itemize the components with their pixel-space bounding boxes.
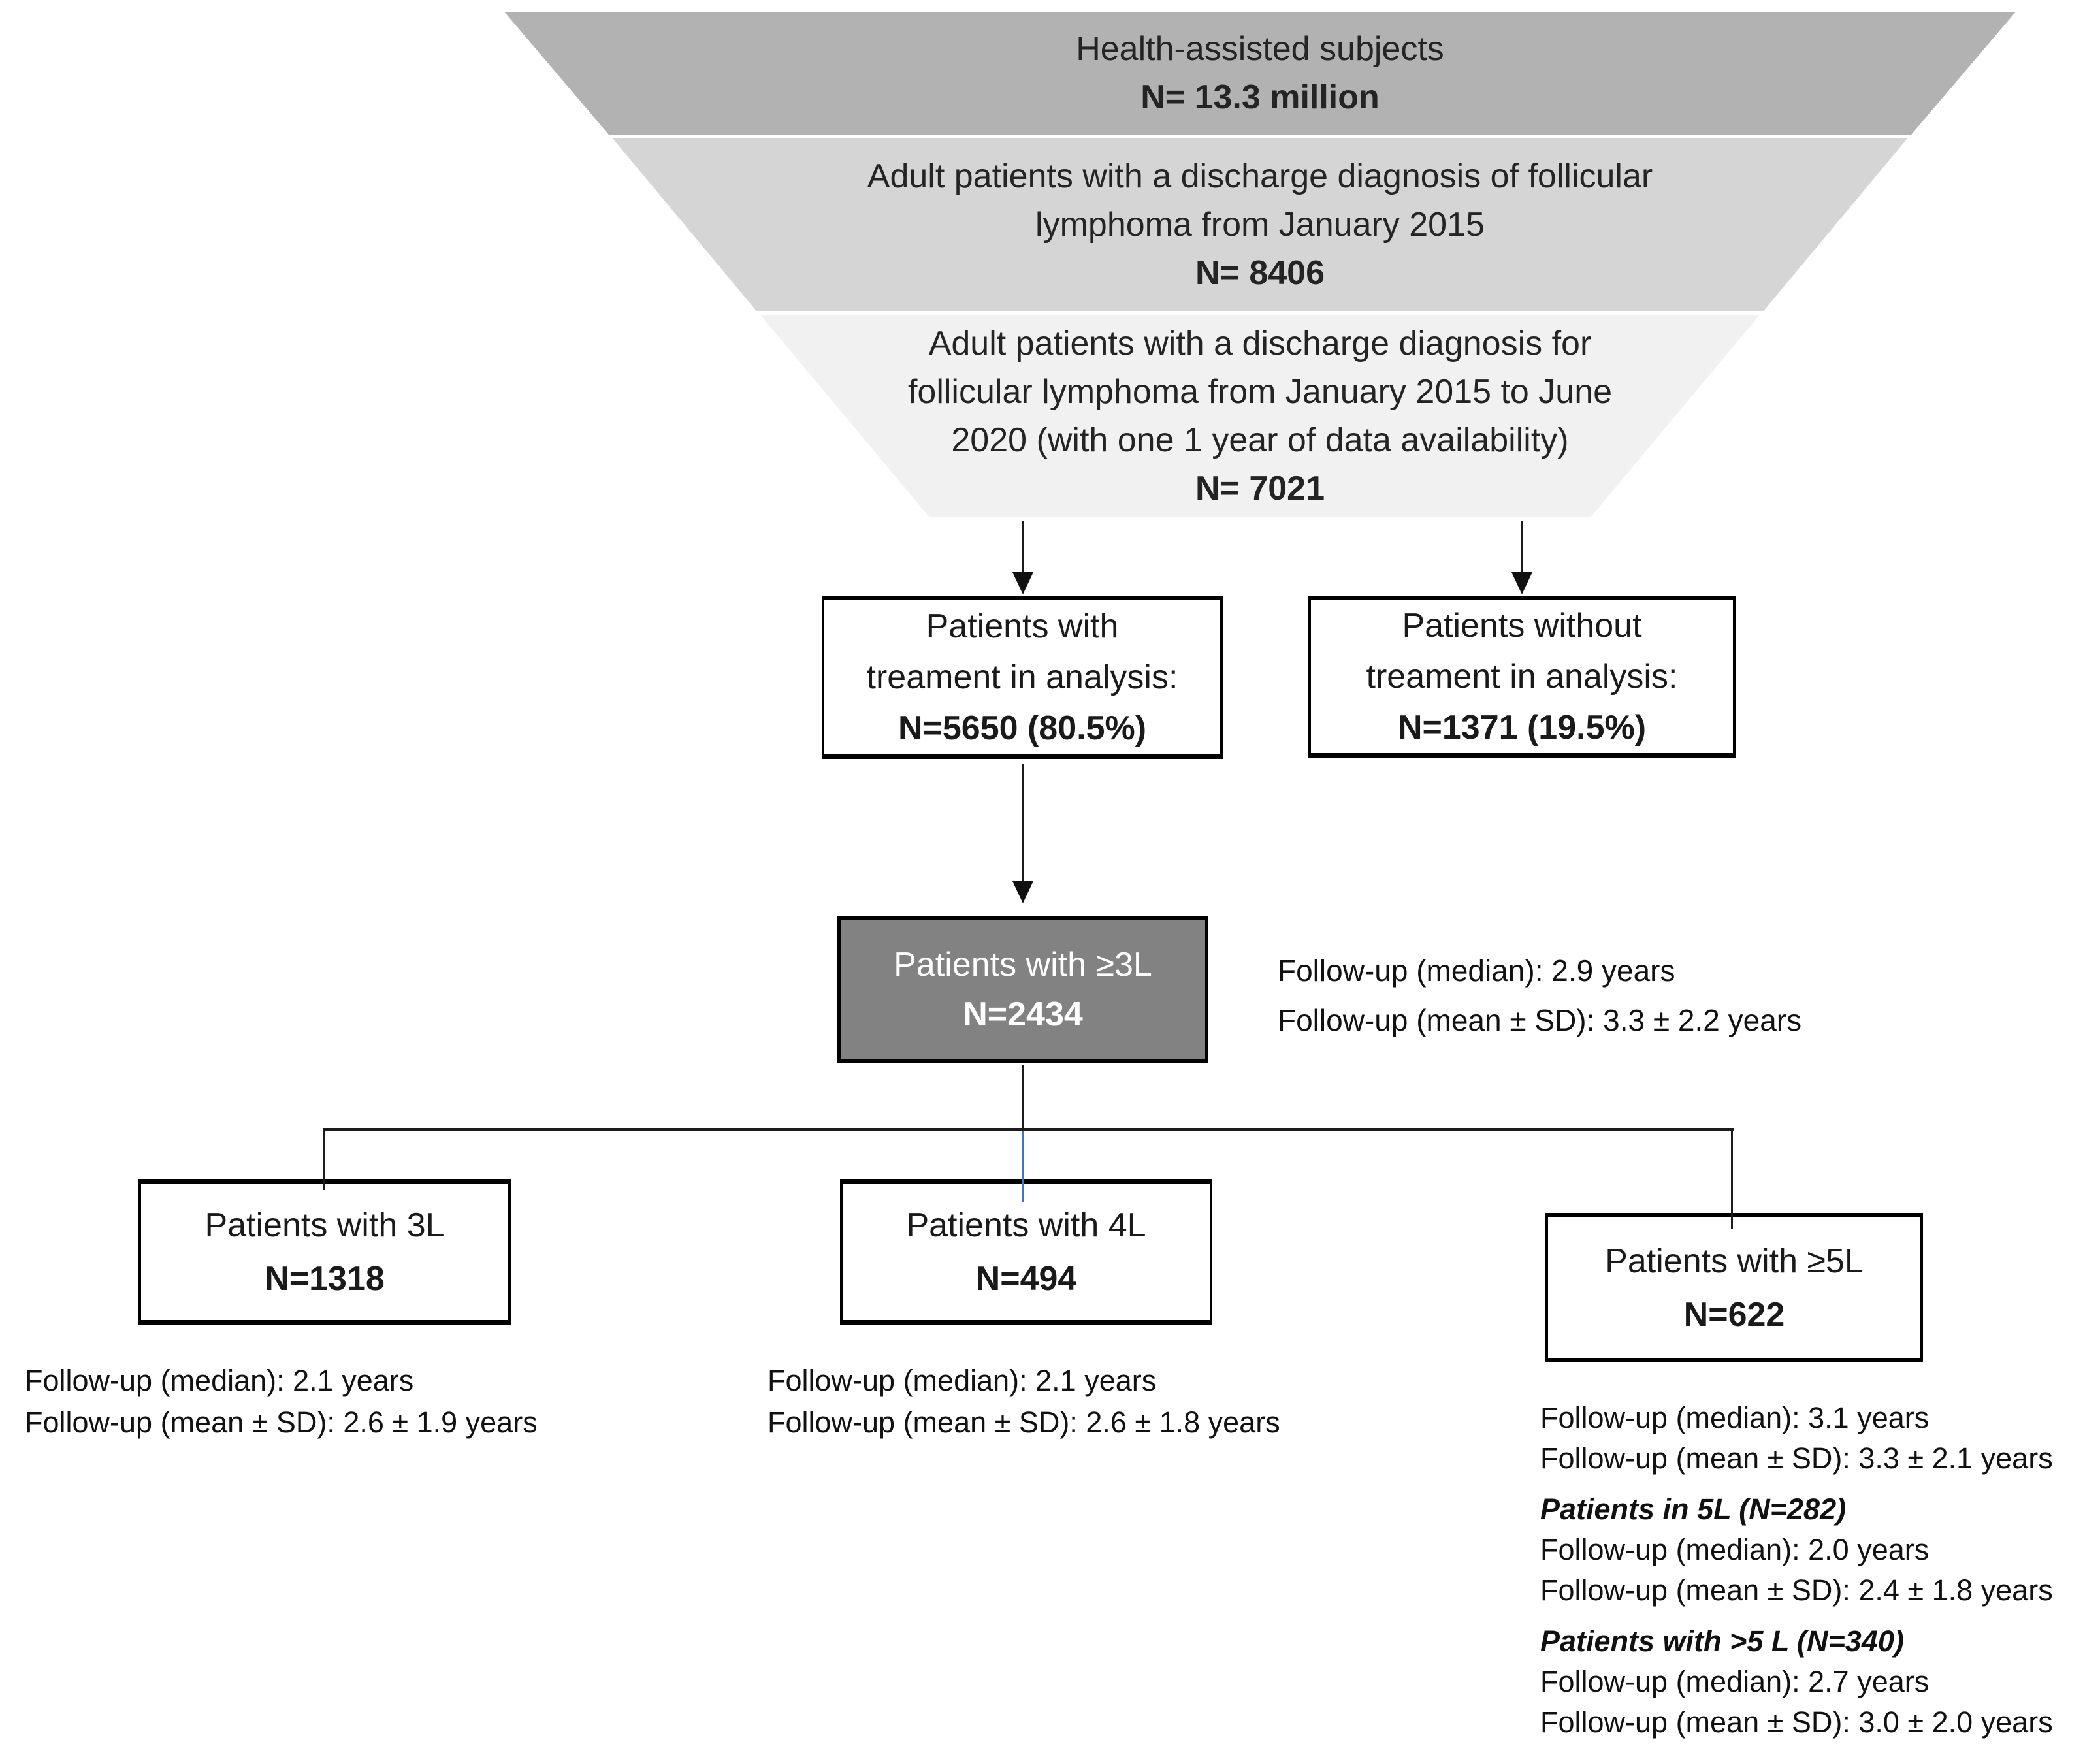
box-5lplus-count: N=622	[1683, 1295, 1785, 1334]
subgroup-gt5l-title: Patients with >5 L (N=340)	[1540, 1624, 1904, 1658]
box-5lplus-line1: Patients with ≥5L	[1605, 1242, 1864, 1280]
subgroup-gt5l-median: Follow-up (median): 2.7 years	[1540, 1665, 1930, 1698]
box-3lplus-count: N=2434	[963, 995, 1083, 1033]
funnel-tier-3-label: Adult patients with a discharge diagnosi…	[928, 325, 1592, 363]
followup-3l-plus: Follow-up (median): 2.9 years Follow-up …	[1278, 946, 1801, 1045]
box-3lplus-line1: Patients with ≥3L	[894, 946, 1152, 984]
followup-4l-median: Follow-up (median): 2.1 years	[767, 1364, 1157, 1397]
funnel-tier-1-label: Health-assisted subjects	[1076, 30, 1444, 68]
followup-3lplus-median: Follow-up (median): 2.9 years	[1278, 954, 1675, 988]
funnel-tier-1: Health-assisted subjects N= 13.3 million	[504, 12, 2016, 135]
followup-3lplus-mean: Follow-up (mean ± SD): 3.3 ± 2.2 years	[1278, 1003, 1802, 1037]
box-patients-3l-plus: Patients with ≥3L N=2434	[837, 916, 1208, 1063]
box-treated-line2: treament in analysis:	[866, 658, 1178, 696]
box-patients-without-treatment: Patients without treament in analysis: N…	[1308, 596, 1736, 758]
box-3l-line1: Patients with 3L	[204, 1206, 445, 1244]
connector-drop-5lplus	[1731, 1131, 1733, 1229]
connector-3lplus-stem	[1022, 1065, 1024, 1128]
funnel-tier-3-label3: 2020 (with one 1 year of data availabili…	[951, 421, 1569, 459]
connector-horizontal	[323, 1128, 1734, 1131]
followup-5l-plus: Follow-up (median): 3.1 years Follow-up …	[1540, 1398, 2053, 1743]
followup-3l: Follow-up (median): 2.1 years Follow-up …	[25, 1360, 538, 1443]
arrow-to-3lplus-line	[1022, 764, 1024, 881]
funnel-tier-2: Adult patients with a discharge diagnosi…	[613, 138, 1907, 311]
box-4l-count: N=494	[975, 1259, 1077, 1298]
box-4l-line1: Patients with 4L	[906, 1206, 1146, 1244]
connector-drop-4l	[1022, 1131, 1024, 1202]
box-treated-line1: Patients with	[926, 607, 1119, 645]
followup-4l-mean: Follow-up (mean ± SD): 2.6 ± 1.8 years	[767, 1406, 1280, 1439]
arrow-to-treated-head-icon	[1012, 572, 1033, 594]
box-patients-4l: Patients with 4L N=494	[840, 1179, 1212, 1325]
box-untreated-count: N=1371 (19.5%)	[1397, 709, 1647, 747]
box-patients-5l-plus: Patients with ≥5L N=622	[1545, 1213, 1923, 1362]
arrow-to-treated-line	[1022, 521, 1024, 572]
followup-4l: Follow-up (median): 2.1 years Follow-up …	[767, 1360, 1280, 1443]
funnel-tier-3: Adult patients with a discharge diagnosi…	[760, 315, 1760, 517]
box-patients-with-treatment: Patients with treament in analysis: N=56…	[822, 596, 1223, 759]
funnel-tier-2-label2: lymphoma from January 2015	[1035, 206, 1485, 244]
arrow-to-untreated-line	[1521, 521, 1523, 572]
subgroup-5l-median: Follow-up (median): 2.0 years	[1540, 1533, 1930, 1566]
funnel-tier-2-count: N= 8406	[1195, 254, 1325, 292]
arrow-to-untreated-head-icon	[1511, 572, 1532, 594]
followup-3l-median: Follow-up (median): 2.1 years	[25, 1364, 414, 1397]
arrow-to-3lplus-head-icon	[1012, 881, 1033, 903]
funnel-tier-2-label: Adult patients with a discharge diagnosi…	[867, 157, 1653, 195]
followup-3l-mean: Follow-up (mean ± SD): 2.6 ± 1.9 years	[25, 1406, 538, 1439]
followup-5lplus-median: Follow-up (median): 3.1 years	[1540, 1401, 1930, 1434]
box-treated-count: N=5650 (80.5%)	[897, 709, 1147, 747]
funnel-tier-3-label2: follicular lymphoma from January 2015 to…	[907, 373, 1613, 411]
box-3l-count: N=1318	[265, 1259, 385, 1298]
box-patients-3l: Patients with 3L N=1318	[138, 1179, 511, 1325]
subgroup-5l-title: Patients in 5L (N=282)	[1540, 1492, 1847, 1526]
funnel-tier-3-count: N= 7021	[1195, 470, 1325, 508]
followup-5lplus-mean: Follow-up (mean ± SD): 3.3 ± 2.1 years	[1540, 1442, 2053, 1475]
funnel-tier-1-count: N= 13.3 million	[1140, 78, 1380, 116]
box-untreated-line2: treament in analysis:	[1366, 658, 1678, 696]
subgroup-5l-mean: Follow-up (mean ± SD): 2.4 ± 1.8 years	[1540, 1573, 2053, 1607]
box-untreated-line1: Patients without	[1402, 607, 1642, 645]
subgroup-gt5l-mean: Follow-up (mean ± SD): 3.0 ± 2.0 years	[1540, 1705, 2053, 1739]
connector-drop-3l	[323, 1131, 325, 1190]
